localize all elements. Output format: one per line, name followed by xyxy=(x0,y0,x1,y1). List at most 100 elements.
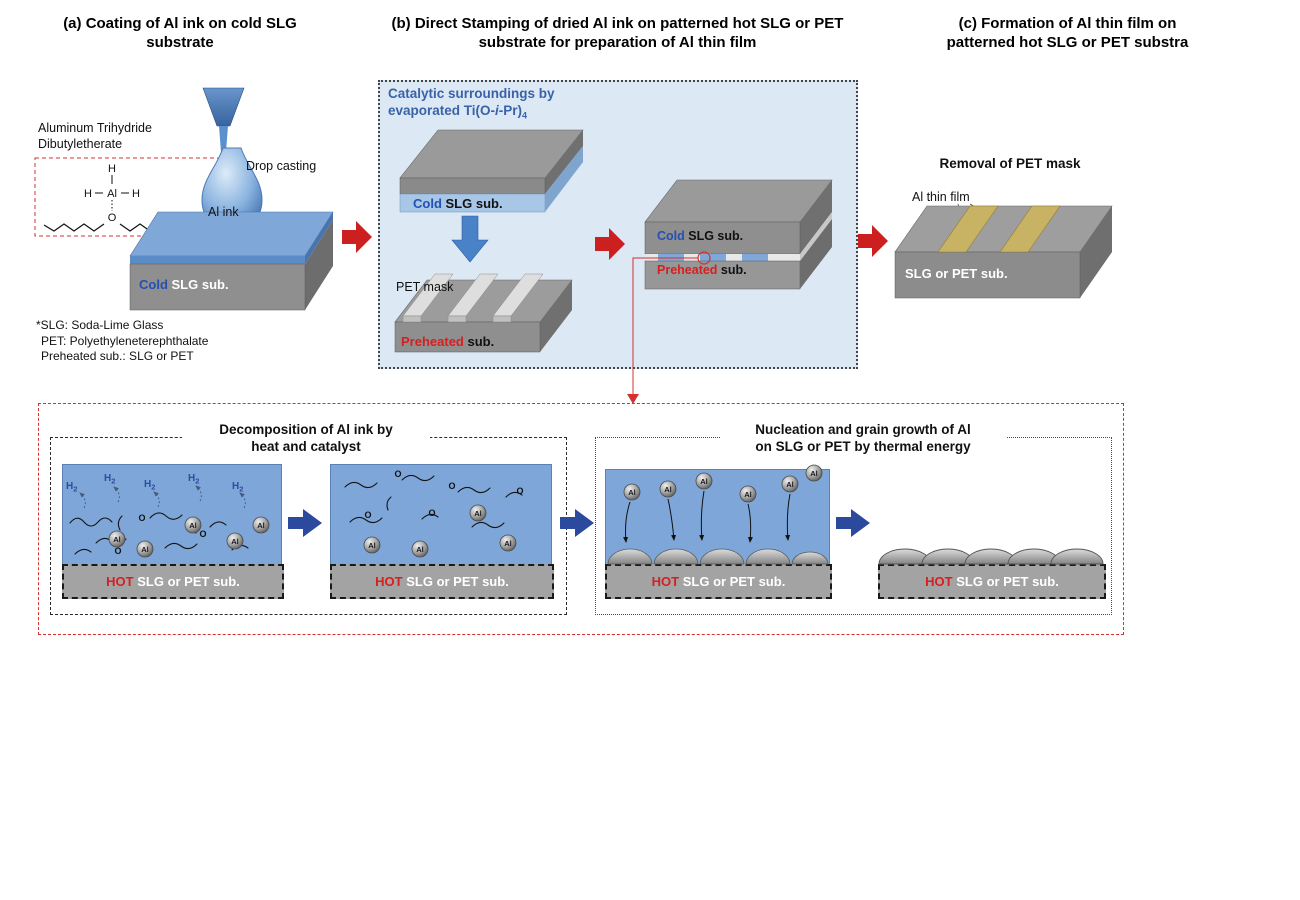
slg-sub-word: SLG sub. xyxy=(684,229,744,243)
svg-text:Al: Al xyxy=(664,485,672,494)
footnote-line1: *SLG: Soda-Lime Glass xyxy=(36,318,164,332)
footnotes: *SLG: Soda-Lime Glass PET: Polyethylenet… xyxy=(36,318,208,365)
panel-b-title: (b) Direct Stamping of dried Al ink on p… xyxy=(391,15,844,51)
process-arrow-a-to-b xyxy=(342,221,372,253)
preheated-word: Preheated xyxy=(657,263,718,277)
svg-text:Al: Al xyxy=(786,480,794,489)
svg-text:O: O xyxy=(138,513,145,523)
al-film-stripe xyxy=(937,205,999,253)
svg-text:H2: H2 xyxy=(104,473,115,486)
al-grains-box3 xyxy=(607,548,829,565)
stamp-down-arrow xyxy=(451,215,489,263)
h2-escape-arrows xyxy=(79,485,246,509)
substrate-slab-b-cold xyxy=(399,129,584,213)
svg-text:O: O xyxy=(428,508,435,518)
svg-text:O: O xyxy=(516,486,523,496)
al-thin-film-label: Al thin film xyxy=(912,190,970,204)
svg-text:Al: Al xyxy=(368,541,376,550)
svg-text:Al: Al xyxy=(474,509,482,518)
panel-a-title: (a) Coating of Al ink on cold SLG substr… xyxy=(63,15,297,51)
svg-text:Al: Al xyxy=(189,521,197,530)
step-arrow-blue-3 xyxy=(836,509,870,537)
process-arrow-stamping xyxy=(595,228,625,260)
svg-text:H2: H2 xyxy=(188,473,199,486)
al-particles-box3: Al Al Al Al Al Al xyxy=(623,464,823,503)
substrate-slab-c xyxy=(894,205,1113,299)
chemical-name-line1: Aluminum Trihydride xyxy=(38,121,152,135)
catalytic-line2: evaporated Ti(O-i-Pr)4 xyxy=(388,103,528,121)
svg-text:H2: H2 xyxy=(66,481,77,494)
footnote-line2: PET: Polyethyleneterephthalate xyxy=(41,333,209,348)
hot-substrate-4: HOT SLG or PET sub. xyxy=(878,564,1106,599)
hot-substrate-label: SLG or PET sub. xyxy=(133,574,240,589)
atom-al: Al xyxy=(107,188,117,200)
decomposition-title: Decomposition of Al ink by heat and cata… xyxy=(182,420,430,456)
slg-sub-word: SLG sub. xyxy=(167,277,229,292)
svg-text:Al: Al xyxy=(113,535,121,544)
svg-text:O: O xyxy=(448,481,455,491)
nucleation-title: Nucleation and grain growth of Al on SLG… xyxy=(720,420,1006,456)
pet-mask-label: PET mask xyxy=(396,280,454,294)
svg-text:Al: Al xyxy=(231,537,239,546)
step-arrow-blue-2 xyxy=(560,509,594,537)
decomposition-title-line1: Decomposition of Al ink by xyxy=(219,422,393,437)
svg-text:Al: Al xyxy=(700,477,708,486)
drop-casting-label: Drop casting xyxy=(246,159,317,173)
grain-film xyxy=(878,548,1104,565)
cold-slg-label-b: Cold SLG sub. xyxy=(413,196,503,211)
slg-sub-word: SLG sub. xyxy=(441,196,503,211)
svg-text:Al: Al xyxy=(141,545,149,554)
slg-pet-label-c: SLG or PET sub. xyxy=(905,266,1008,281)
svg-text:Al: Al xyxy=(257,521,265,530)
hot-substrate-label: SLG or PET sub. xyxy=(402,574,509,589)
h2-labels: H2 H2 H2 H2 H2 xyxy=(66,473,243,494)
nucleation-title-line1: Nucleation and grain growth of Al xyxy=(755,422,971,437)
deposition-arrows-box3 xyxy=(623,490,791,543)
atom-h: H xyxy=(108,163,116,175)
hot-label: HOT xyxy=(375,574,403,589)
molecule-squiggles-box1 xyxy=(69,512,249,555)
stack-cold-label: Cold SLG sub. xyxy=(657,229,743,243)
al-film-stripe xyxy=(999,205,1061,253)
svg-text:Al: Al xyxy=(504,539,512,548)
nozzle-icon xyxy=(202,87,245,152)
inset-connector-line xyxy=(627,257,698,404)
substrate-slab-a xyxy=(129,211,334,311)
step-arrow-blue-1 xyxy=(288,509,322,537)
preheated-label-1: Preheated sub. xyxy=(401,334,494,349)
hot-substrate-label: SLG or PET sub. xyxy=(679,574,786,589)
svg-text:H2: H2 xyxy=(232,481,243,494)
hot-substrate-label: SLG or PET sub. xyxy=(952,574,1059,589)
sub-word: sub. xyxy=(463,334,495,349)
svg-text:O: O xyxy=(394,469,401,479)
stack-preheated-label: Preheated sub. xyxy=(657,263,747,277)
svg-text:O: O xyxy=(114,546,121,556)
atom-o: O xyxy=(108,212,117,224)
svg-text:Al: Al xyxy=(810,469,818,478)
hot-substrate-2: HOT SLG or PET sub. xyxy=(330,564,554,599)
bottom-inset-box xyxy=(38,403,1124,635)
removal-title: Removal of PET mask xyxy=(939,156,1081,171)
nucleation-title-line2: on SLG or PET by thermal energy xyxy=(755,439,971,454)
hot-substrate-1: HOT SLG or PET sub. xyxy=(62,564,284,599)
reaction-box-1 xyxy=(62,464,282,566)
hot-label: HOT xyxy=(106,574,134,589)
chemical-name-line2: Dibutyletherate xyxy=(38,137,123,151)
chemical-name-label: Aluminum Trihydride Dibutyletherate xyxy=(38,120,152,152)
preheated-word: Preheated xyxy=(401,334,464,349)
svg-text:O: O xyxy=(199,529,206,539)
cold-slg-label-a: Cold SLG sub. xyxy=(139,277,229,292)
molecule-squiggles-box2 xyxy=(344,474,523,529)
o-atoms-box2: O O O O O xyxy=(364,469,523,520)
stacked-substrates xyxy=(644,179,833,290)
hot-substrate-3: HOT SLG or PET sub. xyxy=(605,564,832,599)
hot-label: HOT xyxy=(651,574,680,589)
catalytic-line1: Catalytic surroundings by xyxy=(388,86,555,101)
al-particles-box1: Al Al Al Al Al xyxy=(108,516,270,558)
al-particles-box2: Al Al Al Al xyxy=(363,504,517,558)
panel-c-title: (c) Formation of Al thin film on pattern… xyxy=(946,15,1189,51)
svg-text:Al: Al xyxy=(416,545,424,554)
atom-h: H xyxy=(84,188,92,200)
